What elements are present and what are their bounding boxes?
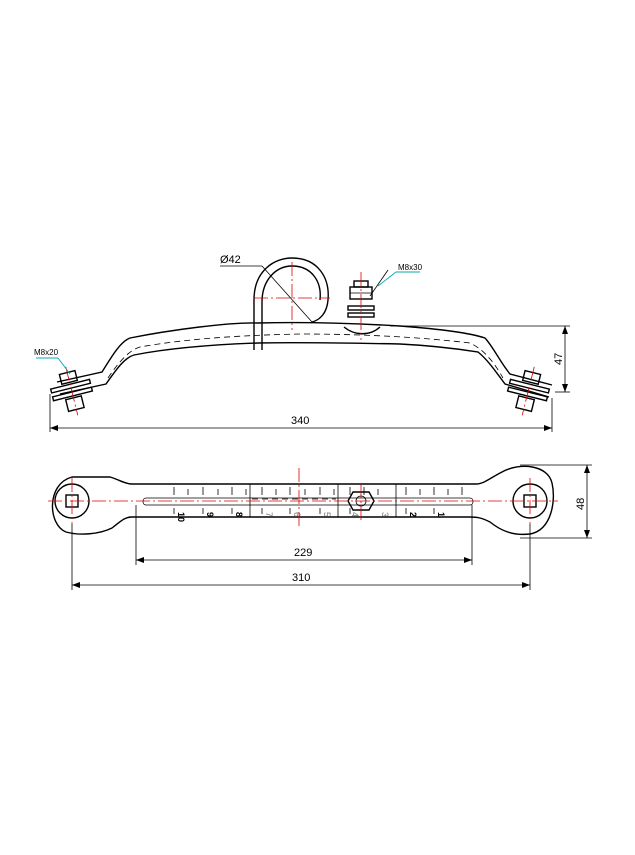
scale-num-1: 1 [436,512,446,517]
bolt-top-leader-dark [369,269,389,297]
front-view: Ø42 M8x30 M8x20 [34,254,570,432]
scale-num-9: 9 [205,512,215,517]
scale-num-2: 2 [408,512,418,517]
body-outline [51,465,555,536]
width-dim-label: 48 [575,498,587,510]
diameter-label: Ø42 [220,254,241,266]
slot-dim-label: 229 [294,547,312,559]
scale-num-3: 3 [380,512,390,517]
bolt-left-leader [57,357,71,375]
scale-num-6: 6 [292,512,302,517]
scale-num-5: 5 [322,512,332,517]
length-dim-label: 340 [291,415,309,427]
bolt-head [343,326,381,335]
top-view: 10 9 8 7 6 5 4 3 2 1 [48,464,592,590]
spacing-dim-label: 310 [292,572,310,584]
height-dim-label: 47 [553,353,565,365]
strap-hidden-line [107,333,504,379]
strap-outline-bottom [59,341,550,398]
scale-numbers: 10 9 8 7 6 5 4 3 2 1 [176,512,446,522]
left-bolt [49,366,94,416]
bolt-left-label: M8x20 [34,348,59,357]
bolt-top-label: M8x30 [398,263,423,272]
strap-outline-top [56,321,553,386]
clamp-loop [253,257,329,350]
bolt-top-leader [377,271,397,287]
scale-num-10: 10 [176,512,186,522]
slot [142,497,474,506]
right-bolt [506,366,551,416]
clamp-loop-inner [261,265,321,350]
scale-num-7: 7 [264,512,274,517]
scale-num-8: 8 [234,512,244,517]
diameter-leader-diag [261,265,313,323]
scale-ticks [173,487,463,514]
top-bolt: M8x30 [343,263,423,340]
scale-num-4: 4 [350,512,360,517]
